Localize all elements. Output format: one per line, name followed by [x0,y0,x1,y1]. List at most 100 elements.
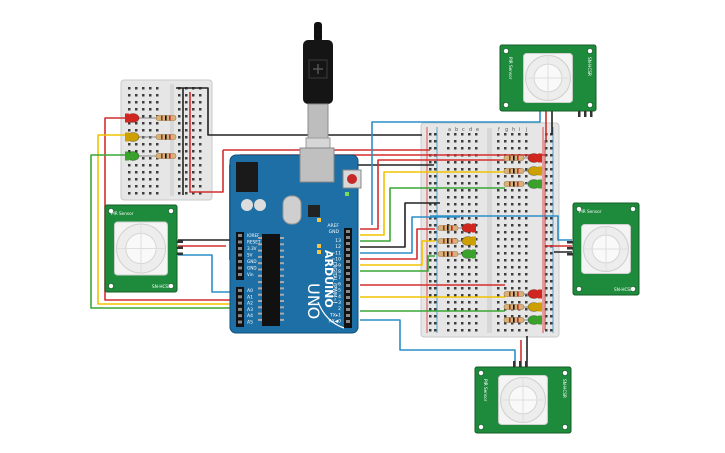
resistor [437,251,459,257]
arduino-model: UNO [304,283,323,319]
analog-pin-label: A5 [247,320,253,326]
bb-col-letter: i [519,127,520,133]
analog-pin-label: A4 [247,313,253,319]
arduino-uno[interactable]: ARDUINO UNO DIGITAL (PWM~) 1312~11~10~98… [229,147,362,334]
reset-button[interactable] [347,174,357,184]
usb-cable [303,22,333,155]
digital-pin-label: ~6 [334,281,341,287]
analog-pin-label: A1 [247,294,253,300]
digital-pin-label: 2 [338,306,341,312]
power-pin-label: Vin [247,272,254,277]
resistor [155,153,177,159]
resistor [503,168,525,174]
led-groups [125,113,542,325]
resistor [503,304,525,310]
pir-sensor-bottom[interactable]: PIR Sensor SN-HCSR [474,361,572,434]
bb-col-letter: c [462,127,465,133]
bb-col-letter: a [448,127,451,133]
on-led [345,192,349,196]
power-pin-label: 3.3V [247,246,257,251]
pir-part-label: SN-HCSR [152,284,171,289]
bb-col-letter: g [505,127,508,133]
digital-pin-label: RX◀0 [328,319,341,325]
power-pin-label: GND [247,259,257,264]
digital-pin-label: 13 [335,238,341,244]
gnd-label: GND [329,229,340,235]
wire-red-d13 [360,159,505,230]
wire-red-d8 [360,228,435,260]
led-green [527,315,542,325]
bb-col-letter: e [476,127,479,133]
wire-blue-pir-top [371,110,541,225]
power-pin-label: IOREF [247,233,260,238]
led-red [527,153,542,163]
digital-pin-label: 12 [335,244,341,250]
wire-yellow-led-small [97,134,236,305]
led-yellow [527,302,542,312]
bb-col-letter: h [512,127,515,133]
bb-col-letter: j [525,127,527,133]
resistor [437,238,459,244]
led-yellow [527,166,542,176]
led-red [461,223,476,233]
led-group-group-small-bb [125,113,177,161]
wire-green-led-small [90,154,236,309]
led-yellow [125,132,140,142]
wire-blue-d2 [360,319,516,372]
resistor [155,115,177,121]
digital-pin-label: ~5 [334,288,341,294]
pir-part-label: SN-HCSR [587,57,592,76]
led-red [527,289,542,299]
resistor [437,225,459,231]
analog-pin-label: A3 [247,307,253,313]
wire-blue-pir-left [178,254,236,293]
bb-col-letter: f [498,127,500,133]
wire-blue-pir-right [430,215,572,241]
led-green [461,249,476,259]
led-group-group-bb-mid [437,223,476,259]
aref-label: AREF [327,223,339,229]
resistor [155,134,177,140]
digital-pin-label: ~9 [334,263,341,269]
pir-part-label: SN-HCSR [562,379,567,398]
wire-black-top [176,87,422,136]
bb-col-letter: d [469,127,472,133]
led-green [125,151,140,161]
resistor [503,291,525,297]
tx-led [317,244,321,248]
digital-pin-label: ~10 [332,257,342,263]
resistor [503,155,525,161]
led-group-group-bb-top [503,153,542,189]
wire-black-d10 [360,202,440,248]
large-breadboard-holes [429,133,553,332]
wire-blue-d9 [360,216,460,254]
resistor [503,181,525,187]
pir-pins [177,240,183,255]
wire-red-small-bb [189,92,224,193]
bb-col-letter: b [455,127,458,133]
pir-pins [578,111,593,117]
led-group-group-bb-bot [503,289,542,325]
power-pin-label: GND [247,266,257,271]
led-yellow [461,236,476,246]
rx-led [317,250,321,254]
pir-model-label: PIR Sensor [483,379,488,402]
pir-pins [567,241,573,256]
wire-yellow-d12 [360,171,505,236]
power-pin-label: 5V [247,253,253,258]
pir-model-label: PIR Sensor [111,211,134,216]
wire-green-d6 [360,255,435,272]
digital-header-label: DIGITAL (PWM~) [331,262,337,304]
digital-pin-label: 7 [338,275,341,281]
digital-pin-label: 4 [338,294,341,300]
analog-pin-label: A0 [247,288,253,294]
digital-pin-label: ~11 [332,250,342,256]
analog-pin-label: A2 [247,301,253,307]
